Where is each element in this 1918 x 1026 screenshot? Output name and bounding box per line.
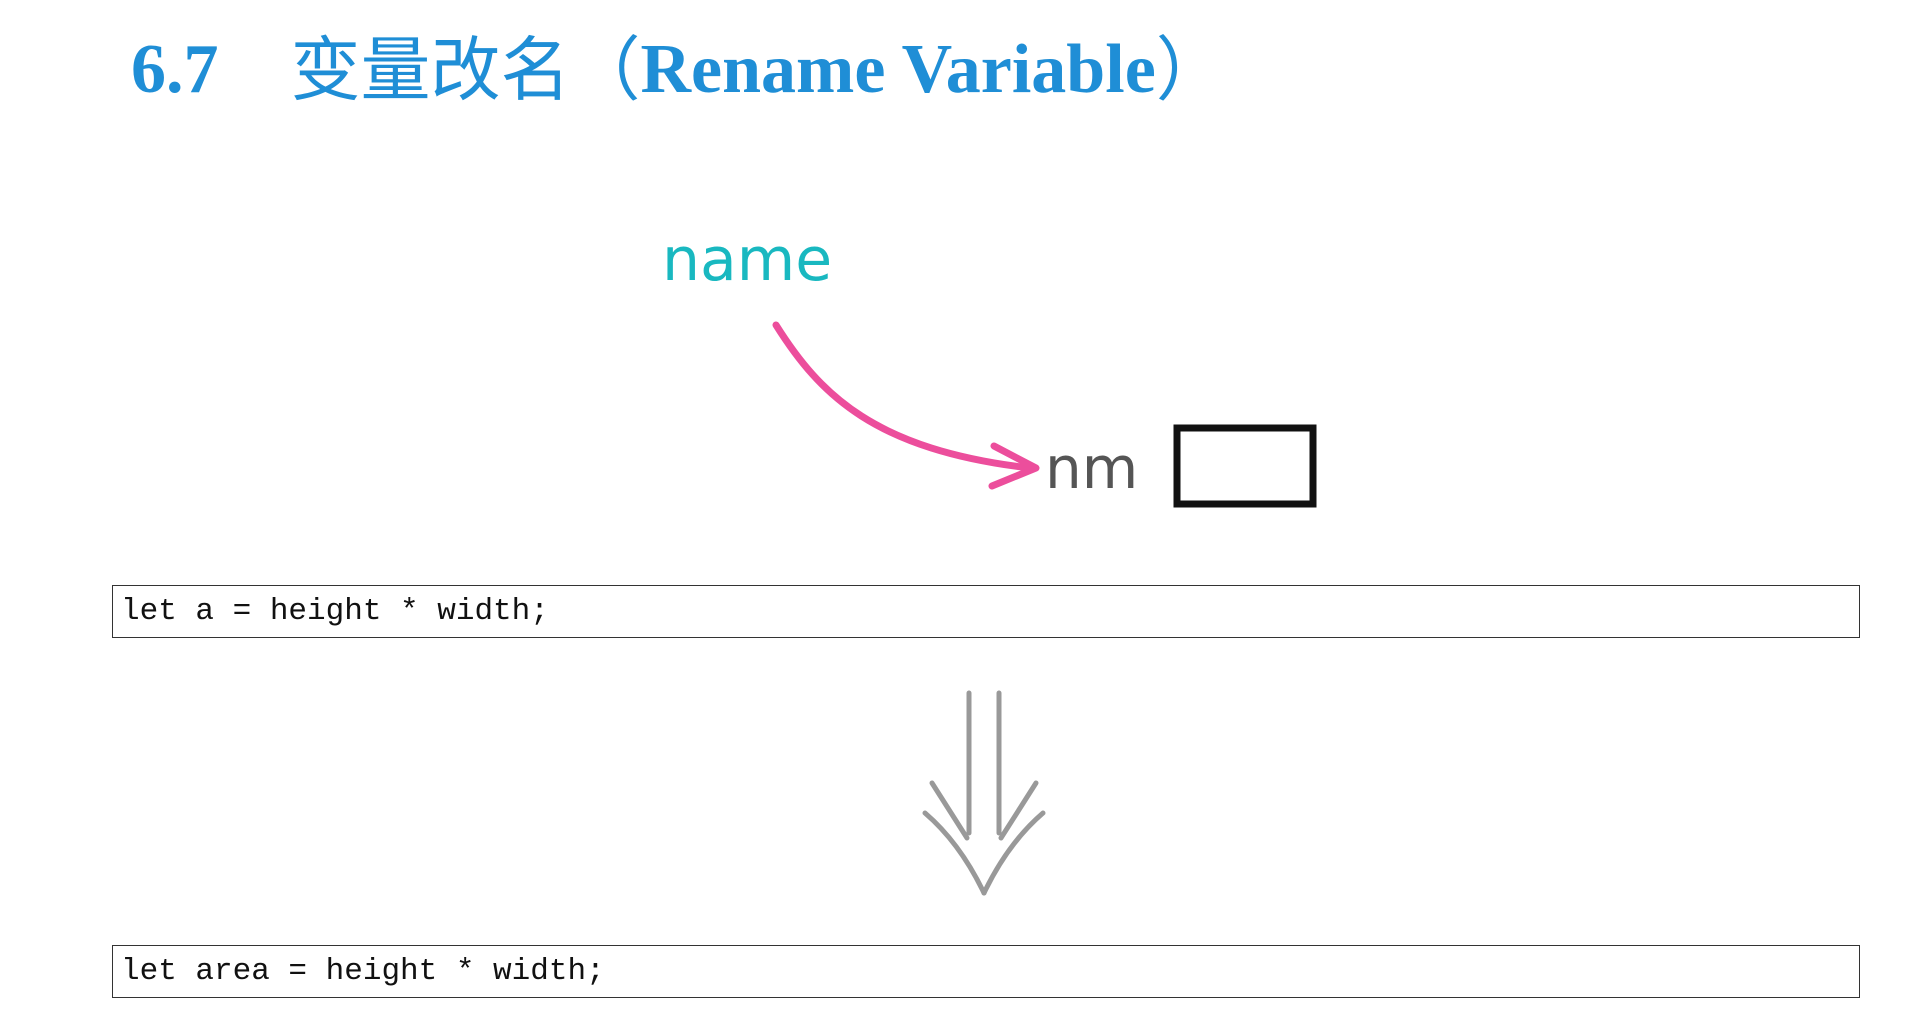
close-paren: ） — [1155, 29, 1226, 111]
variable-box — [1173, 424, 1317, 508]
section-title-english: Rename Variable — [640, 31, 1156, 108]
rename-arrow-curve — [772, 321, 1034, 472]
code-after: let area = height * width; — [112, 945, 1860, 998]
section-title-chinese: 变量改名 — [290, 29, 571, 111]
open-paren: （ — [570, 29, 641, 111]
old-name-label: name — [662, 225, 832, 295]
new-name-label: nm — [1045, 434, 1138, 502]
transform-arrow-icon — [922, 688, 1046, 898]
rename-arrow-head — [988, 442, 1040, 490]
section-heading: 6.7 变量改名 （ Rename Variable ） — [131, 30, 1226, 110]
rename-illustration: name nm — [640, 210, 1360, 540]
code-before: let a = height * width; — [112, 585, 1860, 638]
section-number: 6.7 — [131, 31, 219, 108]
